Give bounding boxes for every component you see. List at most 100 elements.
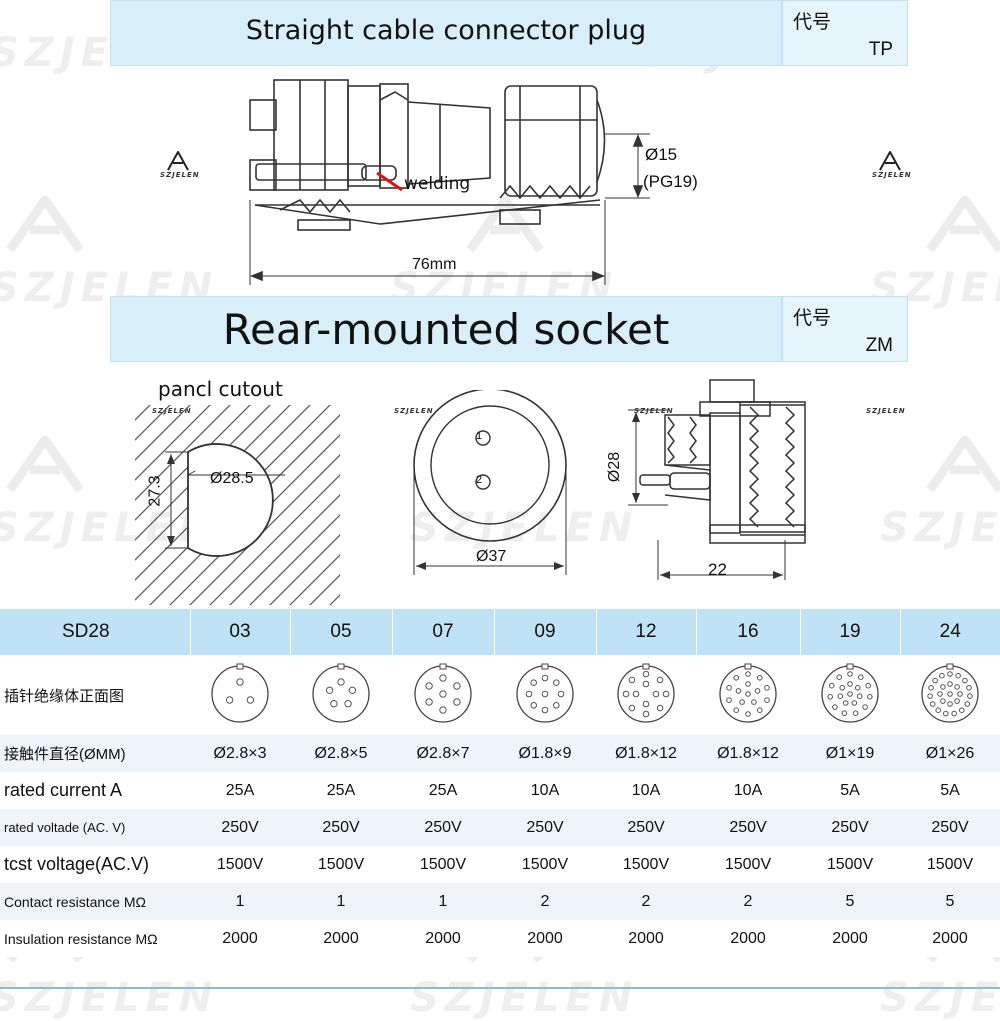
contact-pin-icon [642, 710, 650, 717]
contact-pin-icon [453, 681, 461, 690]
plug-code-value: TP [868, 39, 893, 60]
pin-face-cell [596, 655, 696, 735]
pin-face-icon [211, 663, 269, 723]
contact-pin-icon [847, 680, 853, 687]
table-cell: 2 [494, 883, 596, 920]
table-cell: Ø2.8×3 [190, 735, 290, 772]
pin-face-icon [921, 663, 979, 723]
row-label: tcst voltage(AC.V) [0, 846, 190, 883]
row-label: 接触件直径(ØMM) [0, 735, 190, 772]
contact-pin-icon [856, 692, 863, 699]
column-header: 19 [800, 609, 901, 655]
contact-pin-icon [553, 701, 560, 709]
table-cell: 25A [190, 772, 290, 809]
contact-pin-icon [642, 680, 650, 687]
contact-pin-icon [966, 684, 972, 691]
column-header: 09 [494, 609, 597, 655]
table-cell: 1500V [900, 846, 1000, 883]
contact-pin-icon [662, 690, 670, 697]
column-header: 05 [290, 609, 393, 655]
contact-pin-icon [735, 687, 742, 694]
contact-pin-icon [236, 677, 244, 686]
table-cell: 25A [392, 772, 494, 809]
table-cell: Ø1×26 [900, 735, 1000, 772]
watermark-text: SZJELEN [410, 975, 639, 1021]
table-cell: 5A [900, 772, 1000, 809]
row-label: rated current A [0, 772, 190, 809]
table-cell: Ø1.8×12 [596, 735, 696, 772]
pin-2-label: 2 [476, 474, 483, 486]
pin-face-icon [821, 663, 879, 723]
contact-pin-icon [757, 674, 763, 681]
column-header: 12 [596, 609, 697, 655]
contact-pin-icon [745, 710, 751, 717]
contact-pin-icon [862, 703, 868, 710]
cutout-diameter-label: Ø28.5 [210, 470, 254, 487]
contact-pin-icon [947, 680, 953, 687]
contact-pin-icon [642, 670, 650, 677]
table-cell: 250V [190, 809, 290, 846]
contact-pin-icon [439, 689, 447, 698]
table-cell: 5A [800, 772, 900, 809]
contact-pin-icon [832, 703, 838, 710]
contact-pin-icon [967, 692, 973, 699]
table-cell: 250V [900, 809, 1000, 846]
table-row: Contact resistance MΩ 1 1 1 2 2 2 5 5 [0, 883, 1000, 920]
table-cell: 1500V [596, 846, 696, 883]
watermark-text: SZJELEN [880, 505, 1000, 551]
cutout-height-label: 27.3 [146, 475, 164, 507]
row-label: Contact resistance MΩ [0, 883, 190, 920]
contact-pin-icon [842, 699, 849, 706]
plug-code-label: 代号 [793, 11, 832, 33]
pin-face-cell [190, 655, 290, 735]
pin-face-cell [494, 655, 596, 735]
contact-pin-icon [940, 697, 946, 704]
socket-code-box: 代号 ZM [782, 296, 908, 362]
plug-title-band: Straight cable connector plug [110, 0, 782, 66]
side-height-label: Ø28 [606, 451, 624, 483]
table-cell: 10A [696, 772, 800, 809]
column-header: 24 [900, 609, 1000, 655]
contact-pin-icon [940, 683, 946, 690]
plug-pg-label: (PG19) [643, 172, 698, 191]
contact-pin-icon [927, 692, 933, 699]
contact-pin-icon [541, 690, 549, 697]
table-cell: 2000 [596, 920, 696, 957]
contact-pin-icon [622, 690, 630, 697]
contact-pin-icon [751, 698, 757, 705]
table-cell: 250V [596, 809, 696, 846]
socket-code-label: 代号 [793, 307, 832, 329]
table-cell: 25A [290, 772, 392, 809]
contact-pin-icon [652, 690, 660, 697]
contact-pin-icon [745, 680, 751, 687]
contact-pin-icon [530, 678, 538, 686]
plug-code-box: 代号 TP [782, 0, 908, 66]
table-cell: Ø1×19 [800, 735, 900, 772]
table-row: rated voltade (AC. V) 250V 250V 250V 250… [0, 809, 1000, 846]
welding-label: welding [404, 174, 471, 194]
contact-pin-icon [847, 690, 853, 697]
contact-pin-icon [541, 674, 549, 681]
table-row: tcst voltage(AC.V) 1500V 1500V 1500V 150… [0, 846, 1000, 883]
table-cell: 1 [392, 883, 494, 920]
column-header: 03 [190, 609, 291, 655]
socket-title-band: Rear-mounted socket [110, 296, 782, 362]
pin-face-cell [392, 655, 494, 735]
contact-pin-icon [439, 673, 447, 682]
contact-pin-icon [525, 690, 533, 697]
table-cell: 5 [800, 883, 900, 920]
contact-pin-icon [841, 709, 848, 716]
pin-face-cell [290, 655, 392, 735]
pin-face-icon [312, 663, 370, 723]
table-cell: 1500V [494, 846, 596, 883]
contact-pin-icon [225, 695, 234, 704]
row-label: rated voltade (AC. V) [0, 809, 190, 846]
table-bottom-rule [0, 987, 1000, 989]
contact-pin-icon [937, 690, 943, 697]
contact-pin-icon [726, 684, 732, 691]
contact-pin-icon [541, 706, 549, 713]
contact-pin-icon [764, 696, 770, 703]
table-cell: 1500V [696, 846, 800, 883]
contact-pin-icon [951, 710, 958, 716]
contact-pin-icon [733, 706, 740, 713]
